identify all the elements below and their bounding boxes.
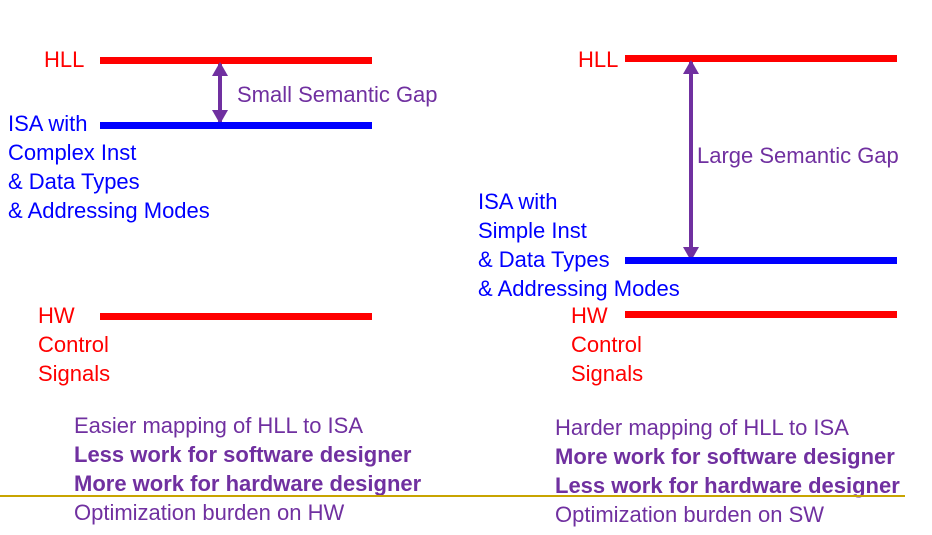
isa-line: & Data Types — [478, 247, 610, 272]
note: Optimization burden on SW — [555, 502, 825, 527]
left-hll-label: HLL — [44, 47, 85, 72]
left-notes: Easier mapping of HLL to ISA Less work fo… — [74, 411, 421, 527]
note: Less work for hardware designer — [555, 473, 900, 498]
isa-line: & Addressing Modes — [8, 198, 210, 223]
left-hll-line — [100, 57, 372, 64]
divider-rule — [0, 495, 905, 497]
isa-line: Simple Inst — [478, 218, 587, 243]
hw-line: Control — [571, 332, 642, 357]
note: Optimization burden on HW — [74, 500, 345, 525]
note: Easier mapping of HLL to ISA — [74, 413, 364, 438]
hw-line: Signals — [38, 361, 111, 386]
hw-line: Control — [38, 332, 109, 357]
note: More work for software designer — [555, 444, 895, 469]
left-isa-line — [100, 122, 372, 129]
right-hll-line — [625, 55, 897, 62]
right-notes: Harder mapping of HLL to ISA More work fo… — [555, 413, 900, 529]
isa-line: & Addressing Modes — [478, 276, 680, 301]
note: Less work for software designer — [74, 442, 412, 467]
isa-line: Complex Inst — [8, 140, 137, 165]
isa-line: ISA with — [478, 189, 558, 214]
right-hw-line — [625, 311, 897, 318]
isa-line: & Data Types — [8, 169, 140, 194]
right-hll-label: HLL — [578, 47, 619, 72]
isa-line: ISA with — [8, 111, 88, 136]
left-gap-arrow — [212, 62, 228, 124]
left-hw-line — [100, 313, 372, 320]
right-isa-line — [625, 257, 897, 264]
right-gap-arrow — [683, 60, 699, 261]
left-gap-label: Small Semantic Gap — [237, 82, 438, 107]
hw-line: Signals — [571, 361, 644, 386]
hw-line: HW — [571, 303, 608, 328]
right-gap-label: Large Semantic Gap — [697, 143, 899, 168]
hw-line: HW — [38, 303, 75, 328]
note: More work for hardware designer — [74, 471, 422, 496]
note: Harder mapping of HLL to ISA — [555, 415, 849, 440]
